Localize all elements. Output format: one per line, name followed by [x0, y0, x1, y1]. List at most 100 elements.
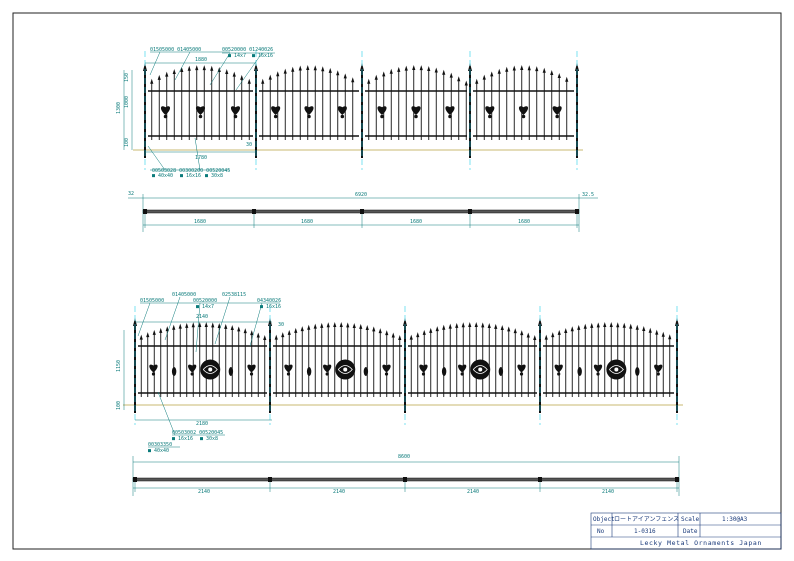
picket-spear — [448, 323, 452, 329]
picket-spear — [326, 322, 330, 328]
picket-spear — [570, 326, 574, 332]
heart-ornament — [518, 106, 529, 115]
post-finial — [254, 63, 258, 71]
callout-c5: 04340026 — [257, 298, 281, 304]
title-no-label: No — [597, 528, 605, 535]
title-scale-label: Scale — [681, 516, 700, 523]
title-no-value: 1-0316 — [634, 528, 656, 535]
heart-knob — [596, 372, 600, 376]
post-finial — [538, 318, 542, 326]
picket-spear — [557, 73, 561, 79]
picket-spear — [378, 328, 382, 334]
picket-spear — [398, 335, 402, 341]
heart-knob — [233, 114, 238, 119]
plan-span-4: 1680 — [518, 219, 530, 225]
picket-spear — [449, 72, 453, 78]
picket-spear — [512, 65, 516, 71]
ring-scroll — [609, 365, 624, 374]
picket-spear — [442, 324, 446, 330]
callout-leader-b1 — [137, 302, 151, 337]
title-date-label: Date — [683, 528, 698, 535]
dim-height-total: 1300 — [116, 102, 122, 114]
picket-spear — [500, 324, 504, 330]
heart-knob — [414, 114, 418, 119]
post-finial — [143, 63, 147, 71]
plan-post — [360, 209, 364, 214]
ring-center — [343, 367, 348, 372]
picket-spear — [225, 69, 229, 74]
dim-height-total-bottom: 1150 — [116, 360, 122, 372]
sheet-border — [12, 12, 782, 550]
callout-post-a: ■ 40x40 — [152, 173, 173, 179]
ring-center — [614, 367, 619, 372]
picket-spear — [520, 65, 524, 71]
heart-knob — [421, 372, 426, 376]
picket-spear — [565, 76, 569, 82]
post-finial — [403, 318, 407, 326]
heart-knob — [286, 372, 291, 376]
dim-ground: 100 — [124, 138, 130, 147]
picket-spear — [346, 322, 350, 328]
picket-spear — [505, 66, 509, 72]
picket-spear — [210, 65, 214, 71]
picket-spear — [230, 324, 234, 330]
picket-spear — [520, 330, 524, 336]
plan-post-bottom — [403, 477, 407, 482]
heart-knob — [340, 114, 345, 119]
heart-ornament — [230, 106, 241, 115]
ring-scroll — [202, 365, 218, 374]
picket-spear — [283, 68, 287, 74]
bottom-fence-elevation — [123, 296, 683, 448]
post-finial — [575, 63, 579, 71]
picket-spear — [321, 66, 325, 72]
plan-post — [252, 209, 256, 214]
callout-bar-b: ■ 16x16 — [252, 53, 273, 59]
picket-spear — [609, 322, 613, 328]
picket-spear — [367, 78, 371, 84]
picket-spear — [474, 322, 478, 328]
picket-spear — [461, 322, 465, 328]
picket-spear — [494, 323, 498, 329]
picket-spear — [481, 322, 485, 328]
picket-spear — [165, 71, 169, 77]
picket-spear — [256, 332, 260, 338]
picket-spear — [372, 326, 376, 332]
plan-post — [575, 209, 579, 214]
callout-c3: 00520000 — [193, 298, 217, 304]
picket-spear — [535, 66, 539, 72]
heart-knob — [273, 114, 278, 119]
picket-spear — [172, 324, 176, 330]
callout-post-bottom: 00303350 — [148, 442, 172, 448]
picket-spear — [195, 65, 199, 71]
plan-bottom-span-3: 2140 — [467, 489, 479, 495]
heart-ornament — [458, 364, 467, 373]
picket-spear — [391, 332, 395, 338]
callout-leader-b4 — [214, 296, 231, 345]
post-finial — [675, 318, 679, 326]
picket-spear — [300, 326, 304, 332]
heart-ornament — [377, 106, 387, 115]
callout-low-b: ■ 30x8 — [200, 436, 218, 442]
picket-spear — [419, 65, 423, 71]
heart-ornament — [654, 364, 663, 373]
ring-center — [478, 367, 483, 372]
picket-spear — [468, 322, 472, 328]
heart-ornament — [271, 106, 281, 115]
picket-spear — [150, 78, 154, 84]
dim-height-small: 150 — [124, 73, 130, 82]
plan-post — [143, 209, 147, 214]
picket-spear — [139, 334, 143, 340]
picket-spear — [320, 322, 324, 328]
heart-knob — [460, 372, 464, 376]
picket-spear — [482, 74, 486, 80]
plan-post-bottom — [538, 477, 542, 482]
callout-leader-6 — [194, 137, 201, 171]
plan-post-bottom — [268, 477, 272, 482]
heart-ornament — [593, 364, 603, 373]
picket-spear — [434, 67, 438, 73]
picket-spear — [247, 78, 251, 84]
picket-spear — [409, 334, 413, 340]
heart-ornament — [304, 106, 314, 115]
picket-spear — [404, 65, 408, 71]
